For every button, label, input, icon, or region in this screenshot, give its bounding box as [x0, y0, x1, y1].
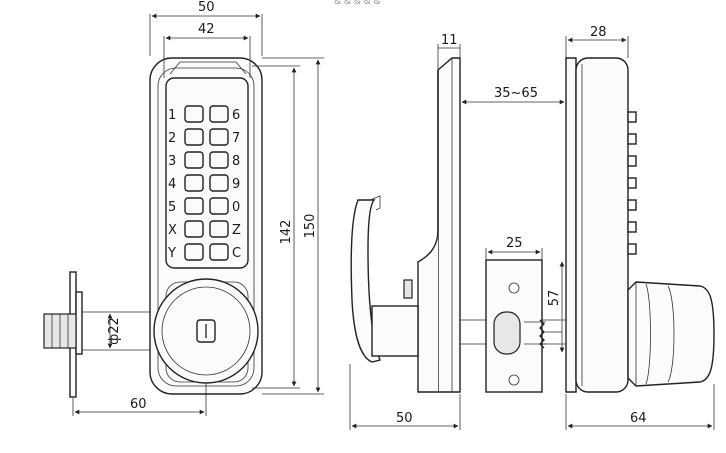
rear-knob-icon [627, 281, 715, 387]
key-button[interactable] [209, 151, 229, 169]
key-button[interactable] [184, 128, 204, 146]
key-col-right [209, 105, 229, 261]
dim-inner-height: 142 [279, 220, 294, 245]
key-label: 9 [232, 177, 240, 192]
key-button[interactable] [209, 197, 229, 215]
dim-spindle-diameter: ф22 [107, 317, 122, 345]
key-button[interactable] [184, 197, 204, 215]
dim-lever-depth: 50 [396, 411, 413, 426]
keypad-plate [165, 77, 249, 269]
key-col-left [184, 105, 204, 261]
key-button[interactable] [184, 105, 204, 123]
front-view: 1 2 3 4 5 X Y 6 7 8 9 0 Z C [43, 0, 324, 416]
key-label: 8 [232, 154, 240, 169]
key-label: 4 [168, 177, 176, 192]
key-label: Z [232, 223, 241, 238]
lever-handle [350, 199, 381, 363]
key-label: 0 [232, 200, 240, 215]
key-button[interactable] [209, 174, 229, 192]
side-dimensions: 11 35~65 50 [349, 33, 565, 430]
key-label: X [168, 223, 177, 238]
rear-key-stubs [627, 111, 637, 255]
key-label: 5 [168, 200, 176, 215]
dim-outer-width: 50 [198, 0, 215, 15]
keypad: 1 2 3 4 5 X Y 6 7 8 9 0 Z C [167, 105, 241, 261]
side-view: 11 35~65 50 [349, 33, 566, 430]
front-knob [153, 278, 259, 384]
dim-strike-width: 25 [506, 236, 523, 251]
dim-outer-height: 150 [303, 214, 318, 239]
key-button[interactable] [184, 151, 204, 169]
header-partial-text: & & & & & [334, 0, 381, 7]
rear-view: 28 25 57 64 [485, 25, 715, 430]
key-button[interactable] [209, 128, 229, 146]
rear-housing [575, 57, 629, 393]
dim-plate-thickness: 11 [441, 33, 458, 48]
rear-dimensions: 28 25 57 64 [485, 25, 715, 430]
key-label: C [232, 246, 241, 261]
latch-bolt [43, 271, 158, 398]
key-button[interactable] [209, 220, 229, 238]
key-label: Y [167, 246, 176, 261]
key-label: 7 [232, 131, 240, 146]
key-label: 3 [168, 154, 176, 169]
front-dimensions: 50 42 142 150 ф22 60 [72, 0, 324, 416]
key-button[interactable] [184, 174, 204, 192]
key-button[interactable] [209, 105, 229, 123]
dim-backset: 60 [130, 397, 147, 412]
key-label: 2 [168, 131, 176, 146]
key-label: 1 [168, 108, 176, 123]
dim-knob-depth: 64 [630, 411, 647, 426]
dim-strike-height: 57 [547, 290, 562, 307]
key-button[interactable] [184, 220, 204, 238]
dim-back-depth: 28 [590, 25, 607, 40]
key-button[interactable] [209, 243, 229, 261]
key-button[interactable] [184, 243, 204, 261]
key-label: 6 [232, 108, 240, 123]
dim-door-thickness: 35~65 [494, 86, 538, 101]
dim-keypad-width: 42 [198, 22, 215, 37]
